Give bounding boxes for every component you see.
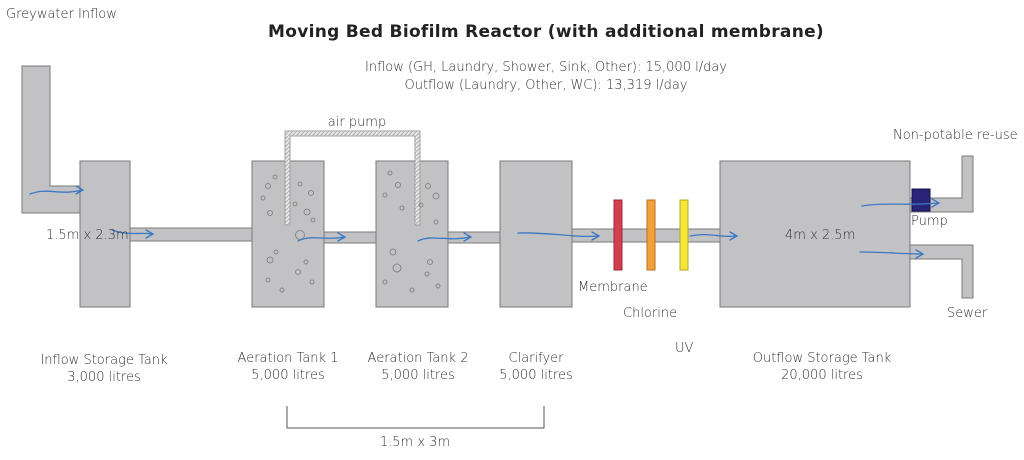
chlorine-filter xyxy=(646,199,656,271)
sewer-outlet-pipe xyxy=(909,244,974,299)
tank-capacity: 20,000 litres xyxy=(781,368,863,383)
pump-box xyxy=(911,188,931,212)
pipe-3 xyxy=(447,231,501,244)
tank-capacity: 5,000 litres xyxy=(499,368,573,383)
inflow-summary: Inflow (GH, Laundry, Shower, Sink, Other… xyxy=(364,60,728,75)
non-potable-label: Non-potable re-use xyxy=(893,128,1018,143)
clarifyer-tank xyxy=(499,160,573,308)
tank-capacity: 5,000 litres xyxy=(381,368,455,383)
pump-label: Pump xyxy=(911,214,948,229)
outflow-storage-tank xyxy=(719,160,911,308)
greywater-inflow-label: Greywater Inflow xyxy=(6,7,117,22)
inflow-storage-tank xyxy=(79,160,131,308)
diagram-title: Moving Bed Biofilm Reactor (with additio… xyxy=(267,22,825,42)
tank-label-aeration-1: Aeration Tank 1 5,000 litres xyxy=(238,350,339,384)
tank-label-outflow: Outflow Storage Tank 20,000 litres xyxy=(753,350,892,384)
tank-name: Aeration Tank 2 xyxy=(367,351,469,366)
tank-label-aeration-2: Aeration Tank 2 5,000 litres xyxy=(368,350,469,384)
membrane-label: Membrane xyxy=(578,280,648,295)
tank-label-inflow: Inflow Storage Tank 3,000 litres xyxy=(40,352,167,386)
pipe-1 xyxy=(129,227,253,242)
tank-name: Outflow Storage Tank xyxy=(752,351,892,366)
tank-name: Inflow Storage Tank xyxy=(40,353,168,368)
tank-name: Clarifyer xyxy=(508,351,564,366)
tank-capacity: 3,000 litres xyxy=(67,370,141,385)
air-pump-line xyxy=(284,130,421,226)
uv-filter xyxy=(679,199,689,271)
middle-tanks-dims: 1.5m x 3m xyxy=(379,435,451,450)
tank-capacity: 5,000 litres xyxy=(251,368,325,383)
tank-name: Aeration Tank 1 xyxy=(237,351,339,366)
pipe-2 xyxy=(323,231,377,244)
air-pump-label: air pump xyxy=(327,115,387,130)
tank-label-clarifyer: Clarifyer 5,000 litres xyxy=(499,350,573,384)
middle-tanks-bracket xyxy=(286,406,545,429)
flow-arrows xyxy=(29,185,941,259)
inflow-tank-dims: 1.5m x 2.3m xyxy=(46,228,129,243)
chlorine-label: Chlorine xyxy=(623,306,678,321)
outflow-tank-dims: 4m x 2.5m xyxy=(785,228,856,243)
aeration-tank-2 xyxy=(375,160,449,308)
aeration-bubbles xyxy=(260,170,441,293)
membrane-filter xyxy=(613,199,623,271)
sewer-label: Sewer xyxy=(947,306,988,321)
uv-label: UV xyxy=(675,341,694,356)
outflow-summary: Outflow (Laundry, Other, WC): 13,319 l/d… xyxy=(404,78,688,93)
